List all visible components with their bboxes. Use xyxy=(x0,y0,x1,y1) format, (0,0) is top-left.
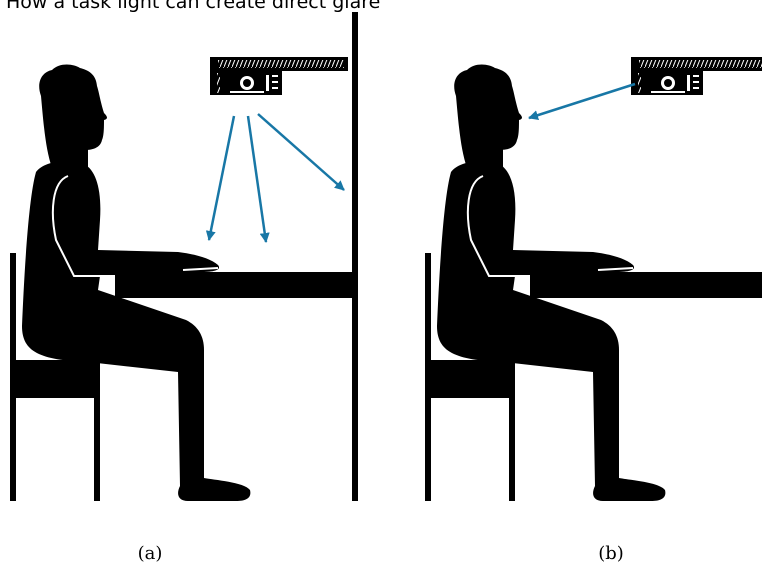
light-ray xyxy=(205,115,236,241)
light-rays xyxy=(205,113,345,243)
light-ray xyxy=(257,113,345,191)
panel-b-label: (b) xyxy=(598,543,624,564)
wall xyxy=(352,12,358,501)
light-ray xyxy=(246,115,270,243)
glare-ray xyxy=(528,82,636,121)
light-rays xyxy=(528,82,636,121)
panel-a xyxy=(9,12,358,502)
figure-title: How a task light can create direct glare xyxy=(6,0,381,13)
panel-a-label: (a) xyxy=(137,543,163,564)
panel-b xyxy=(424,57,762,502)
